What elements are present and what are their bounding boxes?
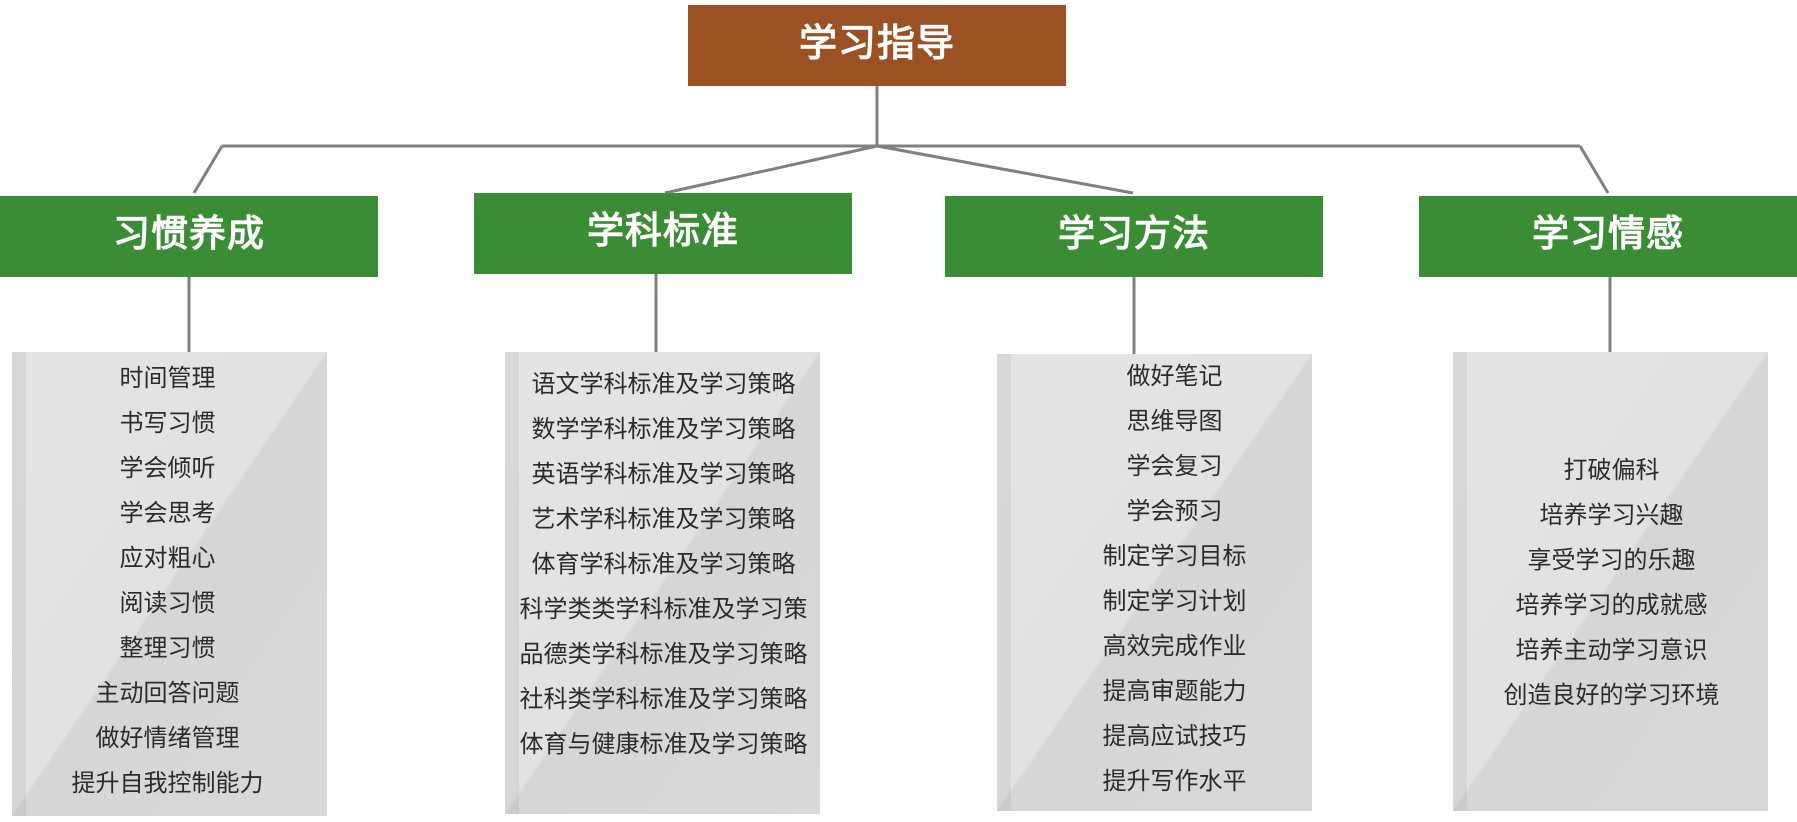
panel-edge	[12, 352, 26, 816]
category-subject-standards-title: 学科标准	[587, 208, 739, 252]
category-subject-standards: 学科标准	[474, 193, 852, 274]
list-item: 提升写作水平	[1102, 767, 1247, 795]
list-item: 学会思考	[119, 499, 216, 527]
list-item: 品德类学科标准及学习策略	[519, 640, 808, 668]
category-habits: 习惯养成	[0, 196, 378, 277]
panel-learning-emotion: 打破偏科 培养学习兴趣 享受学习的乐趣 培养学习的成就感 培养主动学习意识 创造…	[1453, 352, 1768, 811]
list-item: 打破偏科	[1563, 456, 1660, 484]
list-item: 高效完成作业	[1102, 632, 1247, 660]
list-item: 思维导图	[1126, 407, 1223, 435]
list-item: 书写习惯	[119, 409, 216, 437]
list-item: 提升自我控制能力	[71, 769, 264, 797]
list-item: 提高审题能力	[1102, 677, 1247, 705]
root-title: 学习指导	[798, 21, 955, 65]
subject-standards-list: 语文学科标准及学习策略 数学学科标准及学习策略 英语学科标准及学习策略 艺术学科…	[505, 362, 820, 767]
list-item: 艺术学科标准及学习策略	[531, 505, 796, 533]
list-item: 学会预习	[1126, 497, 1223, 525]
list-item: 培养学习兴趣	[1539, 501, 1684, 529]
list-item: 科学类类学科标准及学习策	[519, 595, 808, 623]
panel-edge	[1453, 352, 1467, 811]
list-item: 英语学科标准及学习策略	[531, 460, 796, 488]
list-item: 制定学习目标	[1102, 542, 1247, 570]
category-learning-emotion: 学习情感	[1419, 196, 1797, 277]
category-study-methods-title: 学习方法	[1058, 211, 1210, 255]
panel-edge	[505, 352, 519, 814]
list-item: 阅读习惯	[119, 589, 216, 617]
list-item: 培养学习的成就感	[1515, 591, 1708, 619]
list-item: 体育与健康标准及学习策略	[519, 730, 808, 758]
list-item: 体育学科标准及学习策略	[531, 550, 796, 578]
list-item: 学会倾听	[119, 454, 216, 482]
list-item: 做好笔记	[1126, 362, 1223, 390]
study-methods-list: 做好笔记 思维导图 学会复习 学会预习 制定学习目标 制定学习计划 高效完成作业…	[997, 354, 1312, 804]
list-item: 提高应试技巧	[1102, 722, 1247, 750]
list-item: 社科类学科标准及学习策略	[519, 685, 808, 713]
list-item: 学会复习	[1126, 452, 1223, 480]
category-learning-emotion-title: 学习情感	[1532, 211, 1684, 255]
panel-study-methods: 做好笔记 思维导图 学会复习 学会预习 制定学习目标 制定学习计划 高效完成作业…	[997, 354, 1312, 811]
list-item: 创造良好的学习环境	[1503, 681, 1720, 709]
list-item: 培养主动学习意识	[1515, 636, 1708, 664]
panel-edge	[997, 354, 1011, 811]
list-item: 应对粗心	[119, 544, 216, 572]
list-item: 做好情绪管理	[95, 724, 240, 752]
learning-emotion-list: 打破偏科 培养学习兴趣 享受学习的乐趣 培养学习的成就感 培养主动学习意识 创造…	[1453, 448, 1768, 718]
habits-list: 时间管理 书写习惯 学会倾听 学会思考 应对粗心 阅读习惯 整理习惯 主动回答问…	[12, 356, 325, 806]
list-item: 主动回答问题	[95, 679, 240, 707]
list-item: 时间管理	[119, 364, 216, 392]
list-item: 享受学习的乐趣	[1527, 546, 1696, 574]
list-item: 制定学习计划	[1102, 587, 1247, 615]
panel-subject-standards: 语文学科标准及学习策略 数学学科标准及学习策略 英语学科标准及学习策略 艺术学科…	[505, 352, 820, 814]
list-item: 整理习惯	[119, 634, 216, 662]
category-habits-title: 习惯养成	[113, 211, 265, 255]
list-item: 语文学科标准及学习策略	[531, 370, 796, 398]
list-item: 数学学科标准及学习策略	[531, 415, 796, 443]
panel-habits: 时间管理 书写习惯 学会倾听 学会思考 应对粗心 阅读习惯 整理习惯 主动回答问…	[12, 352, 327, 816]
category-study-methods: 学习方法	[945, 196, 1323, 277]
root-node: 学习指导	[688, 5, 1066, 86]
